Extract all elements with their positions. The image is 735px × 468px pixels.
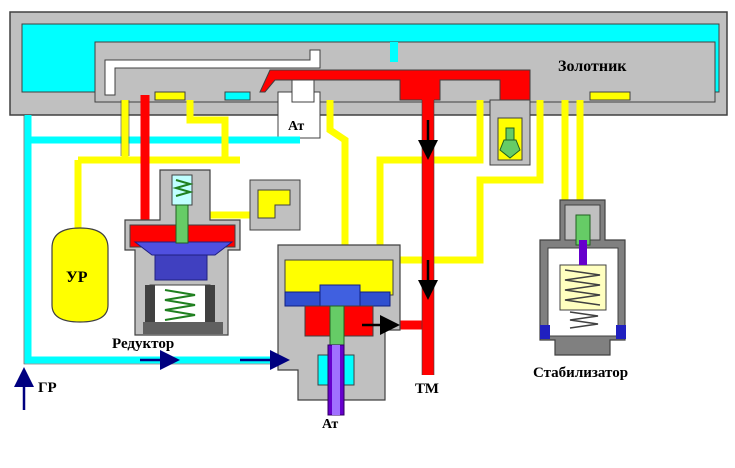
main-reservoir-line: [24, 115, 320, 364]
label-reduktor: Редуктор: [112, 336, 174, 352]
spring-icon: [164, 179, 196, 321]
flow-arrow-icon: [13, 350, 290, 410]
yellow-line-outline: [120, 100, 130, 156]
label-at-bottom: Ат: [322, 417, 338, 432]
label-at-top: Ат: [288, 119, 304, 134]
main-reservoir-line-outline: [23, 115, 320, 365]
reducer-valve: [124, 169, 241, 336]
atmosphere-port-top: [277, 79, 321, 139]
label-gr: ГР: [38, 380, 57, 396]
flow-arrow-icon: [362, 120, 438, 335]
equalizing-reservoir: [51, 227, 109, 323]
label-ur: УР: [66, 269, 88, 286]
relay-valve: [277, 244, 401, 416]
spring-icon: [564, 269, 601, 329]
check-valve: [489, 99, 531, 166]
label-zolotnik: Золотник: [558, 58, 627, 75]
spool-housing: [9, 11, 728, 116]
intermediate-valve-block: [249, 179, 301, 231]
label-tm: ТМ: [415, 381, 439, 397]
label-stabilizator: Стабилизатор: [533, 365, 628, 381]
